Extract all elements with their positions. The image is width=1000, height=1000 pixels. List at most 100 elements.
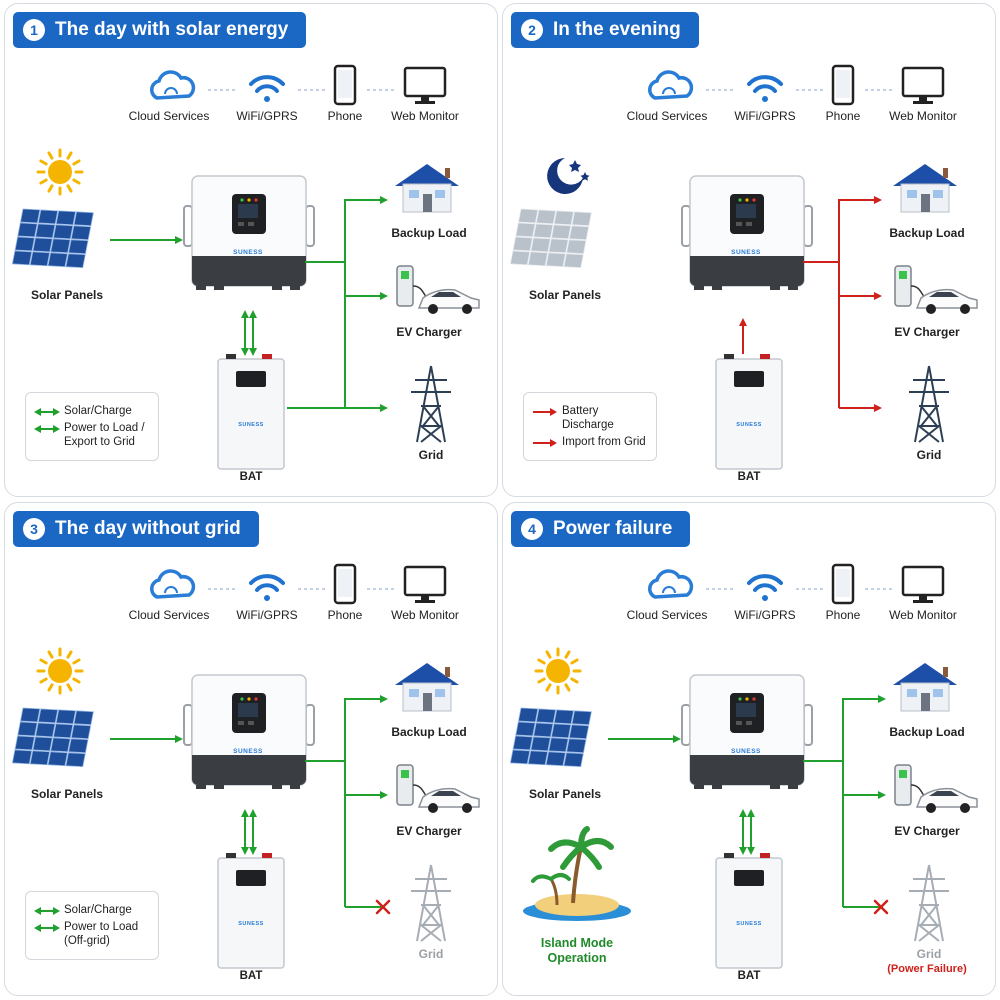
phone-label: Phone: [327, 109, 363, 123]
phone-label: Phone: [327, 608, 363, 622]
step-number: 1: [23, 19, 45, 41]
battery-label: BAT: [239, 970, 263, 982]
flow-arrow: [803, 695, 886, 762]
legend-arrow-icon: [34, 924, 60, 932]
flow-diagram: [11, 64, 480, 470]
panel-title: Power failure: [553, 518, 673, 539]
wifi-label: WiFi/GPRS: [734, 608, 796, 622]
panel-title: The day with solar energy: [55, 19, 289, 40]
ev-charger-label: EV Charger: [396, 824, 462, 838]
cloud-services-label: Cloud Services: [128, 608, 210, 622]
cloud-services-label: Cloud Services: [128, 109, 210, 123]
backup-load-label: Backup Load: [391, 226, 467, 240]
disconnect-x-icon: [873, 899, 889, 915]
solar-panels-label: Solar Panels: [30, 288, 104, 302]
grid-tower-icon: [411, 864, 451, 942]
panel-no-grid: 3 The day without grid: [4, 502, 498, 996]
panel-title-bar: 2 In the evening: [511, 12, 699, 48]
solar-panels-label: Solar Panels: [528, 288, 602, 302]
grid-status-label: (Power Failure): [887, 963, 967, 975]
battery-icon: [217, 853, 285, 969]
flow-arrow: [803, 196, 882, 263]
legend-text: Power to Load / Export to Grid: [64, 422, 145, 448]
battery-label: BAT: [239, 471, 263, 483]
inverter-icon: [183, 674, 315, 789]
ev-charger-icon: [396, 265, 432, 307]
flow-diagram: [509, 64, 978, 470]
cloud-icon: [648, 569, 694, 599]
wifi-icon: [249, 75, 285, 102]
grid-tower-icon: [411, 365, 451, 443]
battery-label: BAT: [737, 970, 761, 982]
monitor-icon: [901, 565, 945, 603]
legend-item: Import from Grid: [532, 435, 650, 449]
solar-panels-label: Solar Panels: [528, 787, 602, 801]
island-icon: [523, 826, 631, 921]
cloud-services-label: Cloud Services: [626, 109, 708, 123]
phone-label: Phone: [825, 608, 861, 622]
inverter-icon: [681, 175, 813, 290]
wifi-icon: [747, 574, 783, 601]
phone-label: Phone: [825, 109, 861, 123]
panel-title-bar: 4 Power failure: [511, 511, 691, 547]
phone-icon: [831, 563, 855, 605]
solar-panel-icon: [11, 208, 94, 269]
legend-arrow-icon: [533, 408, 557, 416]
solar-panel-icon: [509, 707, 592, 768]
solar-panel-icon: [509, 208, 592, 269]
web-monitor-label: Web Monitor: [391, 109, 459, 123]
inverter-brand-label: SUNESS: [233, 249, 263, 256]
legend-arrow-icon: [34, 408, 60, 416]
panel-title: In the evening: [553, 19, 681, 40]
cloud-icon: [648, 70, 694, 100]
battery-icon: [715, 853, 783, 969]
house-icon: [395, 663, 459, 712]
legend-text: Solar/Charge: [64, 405, 132, 417]
panel-title-bar: 3 The day without grid: [13, 511, 259, 547]
solar-panel-icon: [11, 707, 94, 768]
legend-arrow-icon: [34, 425, 60, 433]
backup-load-label: Backup Load: [391, 725, 467, 739]
phone-icon: [831, 64, 855, 106]
legend-arrow-icon: [34, 907, 60, 915]
battery-icon: [217, 354, 285, 470]
battery-brand-label: SUNESS: [736, 422, 762, 428]
web-monitor-label: Web Monitor: [889, 109, 957, 123]
flow-arrow: [305, 695, 388, 762]
inverter-brand-label: SUNESS: [731, 748, 761, 755]
step-number: 3: [23, 518, 45, 540]
grid-tower-icon: [909, 365, 949, 443]
legend-text: Import from Grid: [562, 436, 646, 448]
panel-evening: 2 In the evening: [502, 3, 996, 497]
flow-arrow: [305, 196, 388, 263]
phone-icon: [333, 563, 357, 605]
ev-charger-label: EV Charger: [396, 325, 462, 339]
legend-item: Power to Load (Off-grid): [34, 920, 152, 948]
sun-icon: [534, 647, 582, 695]
inverter-icon: [183, 175, 315, 290]
sun-icon: [36, 647, 84, 695]
phone-icon: [333, 64, 357, 106]
panel-title: The day without grid: [55, 518, 241, 539]
grid-label: Grid: [916, 448, 942, 462]
legend-item: Solar/Charge: [34, 404, 152, 418]
inverter-brand-label: SUNESS: [233, 748, 263, 755]
flow-diagram: [11, 563, 480, 969]
inverter-brand-label: SUNESS: [731, 249, 761, 256]
cloud-icon: [150, 70, 196, 100]
flow-diagram: [509, 563, 978, 969]
car-icon: [417, 288, 480, 314]
battery-brand-label: SUNESS: [238, 422, 264, 428]
battery-brand-label: SUNESS: [238, 921, 264, 927]
panel-title-bar: 1 The day with solar energy: [13, 12, 307, 48]
legend-item: Battery Discharge: [532, 404, 650, 432]
moon-icon: [547, 158, 590, 194]
step-number: 4: [521, 518, 543, 540]
cloud-icon: [150, 569, 196, 599]
grid-label: Grid: [916, 947, 942, 961]
car-icon: [915, 288, 978, 314]
legend-text: Power to Load (Off-grid): [64, 921, 139, 947]
grid-tower-icon: [909, 864, 949, 942]
monitor-icon: [403, 565, 447, 603]
backup-load-label: Backup Load: [889, 725, 965, 739]
